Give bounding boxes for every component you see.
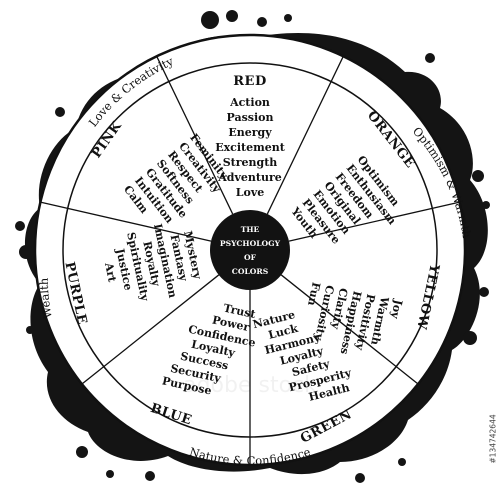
trait: Joy (388, 298, 405, 321)
trait: Love (236, 186, 264, 199)
trait: Passion (226, 111, 273, 124)
watermark-text: adobe stock (183, 373, 317, 398)
sector-divider-line (156, 56, 234, 215)
sector-divider-line (40, 201, 212, 242)
center-title-line: OF (244, 253, 257, 262)
center-hub: THE PSYCHOLOGY OF COLORS (210, 210, 290, 290)
center-title-line: COLORS (232, 267, 269, 276)
watermark: adobe stock (183, 373, 317, 398)
trait-list-blue: Trust Power Confidence Loyalty Success S… (161, 302, 258, 398)
sector-divider-line (81, 274, 220, 385)
stock-id-text: #134742644 (488, 414, 498, 464)
sector-dividers (40, 56, 460, 465)
trait: Excitement (215, 141, 286, 154)
trait: Art (102, 261, 119, 285)
trait: Action (229, 96, 270, 109)
trait-list-pink: Feminity Creativity Respect Softness Gra… (121, 131, 231, 225)
trait: Adventure (217, 171, 282, 184)
center-title-line: PSYCHOLOGY (220, 239, 281, 248)
label-wealth: Wealth (37, 277, 55, 320)
center-disc (210, 210, 290, 290)
center-title-line: THE (241, 225, 260, 234)
stock-id-label: #134742644 (488, 384, 498, 494)
sector-divider-line (288, 201, 460, 242)
trait: Energy (228, 126, 272, 139)
sector-divider-line (266, 56, 344, 215)
trait-list-red: Action Passion Energy Excitement Strengt… (215, 96, 286, 199)
sector-divider-line (280, 274, 419, 385)
sector-name-red: RED (233, 74, 267, 89)
sector-red: RED Action Passion Energy Excitement Str… (215, 74, 286, 199)
trait: Fun (305, 281, 323, 307)
trait: Strength (223, 156, 278, 169)
